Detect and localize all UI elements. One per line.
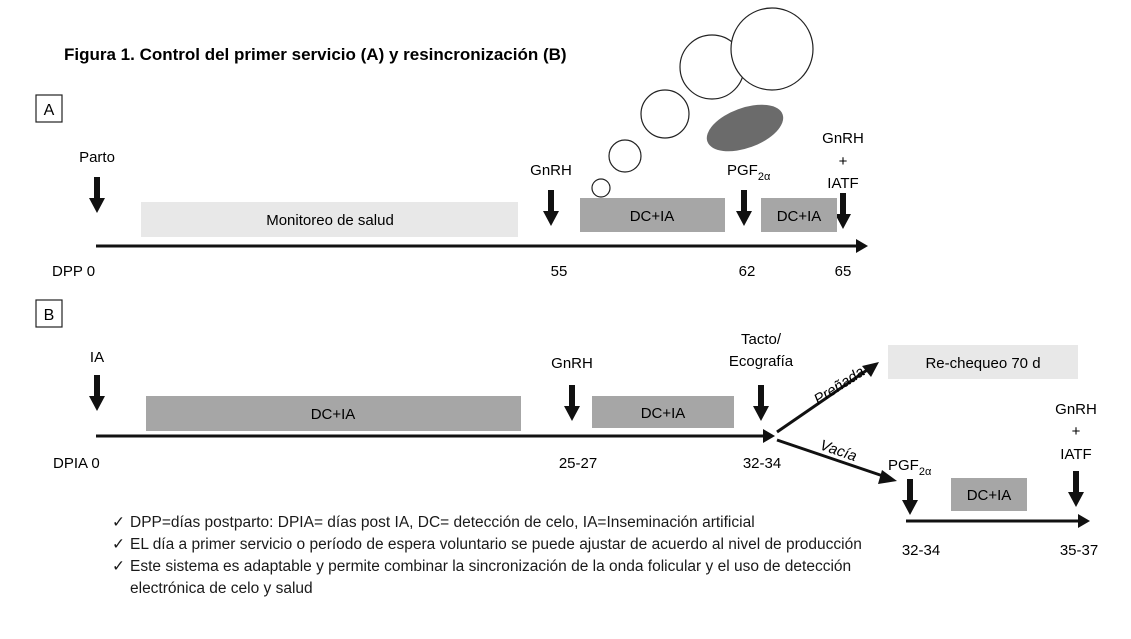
- tick-35-37: 35-37: [1060, 542, 1098, 559]
- down-arrows-b: [89, 375, 1084, 515]
- arrow-parto: [89, 177, 105, 213]
- arrow-pgf-b: [902, 479, 918, 515]
- label-gnrh-final-a-2: +: [839, 153, 848, 170]
- box-dcia-b2: [592, 396, 734, 428]
- tick-62: 62: [739, 263, 756, 280]
- follicle-circles: [591, 7, 814, 198]
- branch-prenada: [776, 366, 871, 434]
- label-gnrh-a: GnRH: [530, 162, 572, 179]
- box-dcia-b3: [951, 478, 1027, 511]
- box-dcia-a1-label: DC+IA: [630, 208, 675, 225]
- label-gnrh-b: GnRH: [551, 355, 593, 372]
- branch-vacia: [776, 438, 887, 479]
- corpus-luteum: [706, 104, 784, 152]
- axis-dpia-0: DPIA 0: [53, 455, 100, 472]
- box-dcia-a2-label: DC+IA: [777, 208, 822, 225]
- label-pgf-a: PGF2α: [727, 162, 771, 183]
- arrow-gnrh-final-a: [835, 193, 851, 229]
- down-arrows-a: [89, 177, 851, 229]
- label-tacto-2: Ecografía: [729, 353, 794, 370]
- figure-title: Figura 1. Control del primer servicio (A…: [64, 45, 567, 64]
- notes-list: ✓ DPP=días postparto: DPIA= días post IA…: [112, 512, 912, 600]
- check-icon: ✓: [112, 558, 125, 575]
- check-icon: ✓: [112, 514, 125, 531]
- note-text-2: EL día a primer servicio o período de es…: [130, 536, 862, 553]
- branch-vacia-head: [878, 470, 897, 484]
- arrow-tacto: [753, 385, 769, 421]
- box-dcia-b3-label: DC+IA: [967, 487, 1012, 504]
- box-monitoreo-label: Monitoreo de salud: [266, 212, 394, 229]
- arrow-gnrh-b: [564, 385, 580, 421]
- tick-65: 65: [835, 263, 852, 280]
- panel-b-label: B: [44, 307, 55, 324]
- follicle-1: [591, 178, 611, 198]
- timeline-a-head: [856, 239, 868, 253]
- arrow-gnrh-a: [543, 190, 559, 226]
- tick-32-34: 32-34: [743, 455, 781, 472]
- note-item: ✓ EL día a primer servicio o período de …: [112, 534, 912, 556]
- box-dcia-a2: [761, 198, 837, 232]
- follicle-5: [730, 7, 814, 91]
- label-gnrh-final-a-3: IATF: [827, 175, 858, 192]
- note-item: ✓ DPP=días postparto: DPIA= días post IA…: [112, 512, 912, 534]
- note-text-3: Este sistema es adaptable y permite comb…: [130, 558, 852, 597]
- label-gnrh-final-b-1: GnRH: [1055, 401, 1097, 418]
- timeline-b2-head: [1078, 514, 1090, 528]
- label-prenada: Preñada: [811, 363, 868, 408]
- box-rechequeo-label: Re-chequeo 70 d: [925, 355, 1040, 372]
- label-tacto-1: Tacto/: [741, 331, 782, 348]
- follicle-3: [640, 89, 690, 139]
- box-dcia-b1: [146, 396, 521, 431]
- label-gnrh-final-b-3: IATF: [1060, 446, 1091, 463]
- label-gnrh-final-a-1: GnRH: [822, 130, 864, 147]
- branch-prenada-head: [862, 362, 879, 377]
- box-monitoreo: [141, 202, 518, 237]
- check-icon: ✓: [112, 536, 125, 553]
- panel-b-label-box: [35, 299, 63, 328]
- box-dcia-b1-label: DC+IA: [311, 406, 356, 423]
- tick-25-27: 25-27: [559, 455, 597, 472]
- label-parto: Parto: [79, 149, 115, 166]
- tick-32-34-b: 32-34: [902, 542, 940, 559]
- panel-a-label-box: [35, 94, 63, 123]
- box-rechequeo: [888, 345, 1078, 379]
- box-dcia-b2-label: DC+IA: [641, 405, 686, 422]
- tick-55: 55: [551, 263, 568, 280]
- arrow-gnrh-final-b: [1068, 471, 1084, 507]
- follicle-2: [608, 139, 642, 173]
- label-pgf-b: PGF2α: [888, 457, 932, 478]
- axis-dpp-0: DPP 0: [52, 263, 95, 280]
- timeline-b-head: [763, 429, 775, 443]
- box-dcia-a1: [580, 198, 725, 232]
- arrow-pgf-a: [736, 190, 752, 226]
- label-ia: IA: [90, 349, 104, 366]
- label-gnrh-final-b-2: +: [1072, 423, 1081, 440]
- note-item: ✓ Este sistema es adaptable y permite co…: [112, 556, 912, 600]
- arrow-ia: [89, 375, 105, 411]
- note-text-1: DPP=días postparto: DPIA= días post IA, …: [130, 514, 755, 531]
- panel-a-label: A: [44, 102, 55, 119]
